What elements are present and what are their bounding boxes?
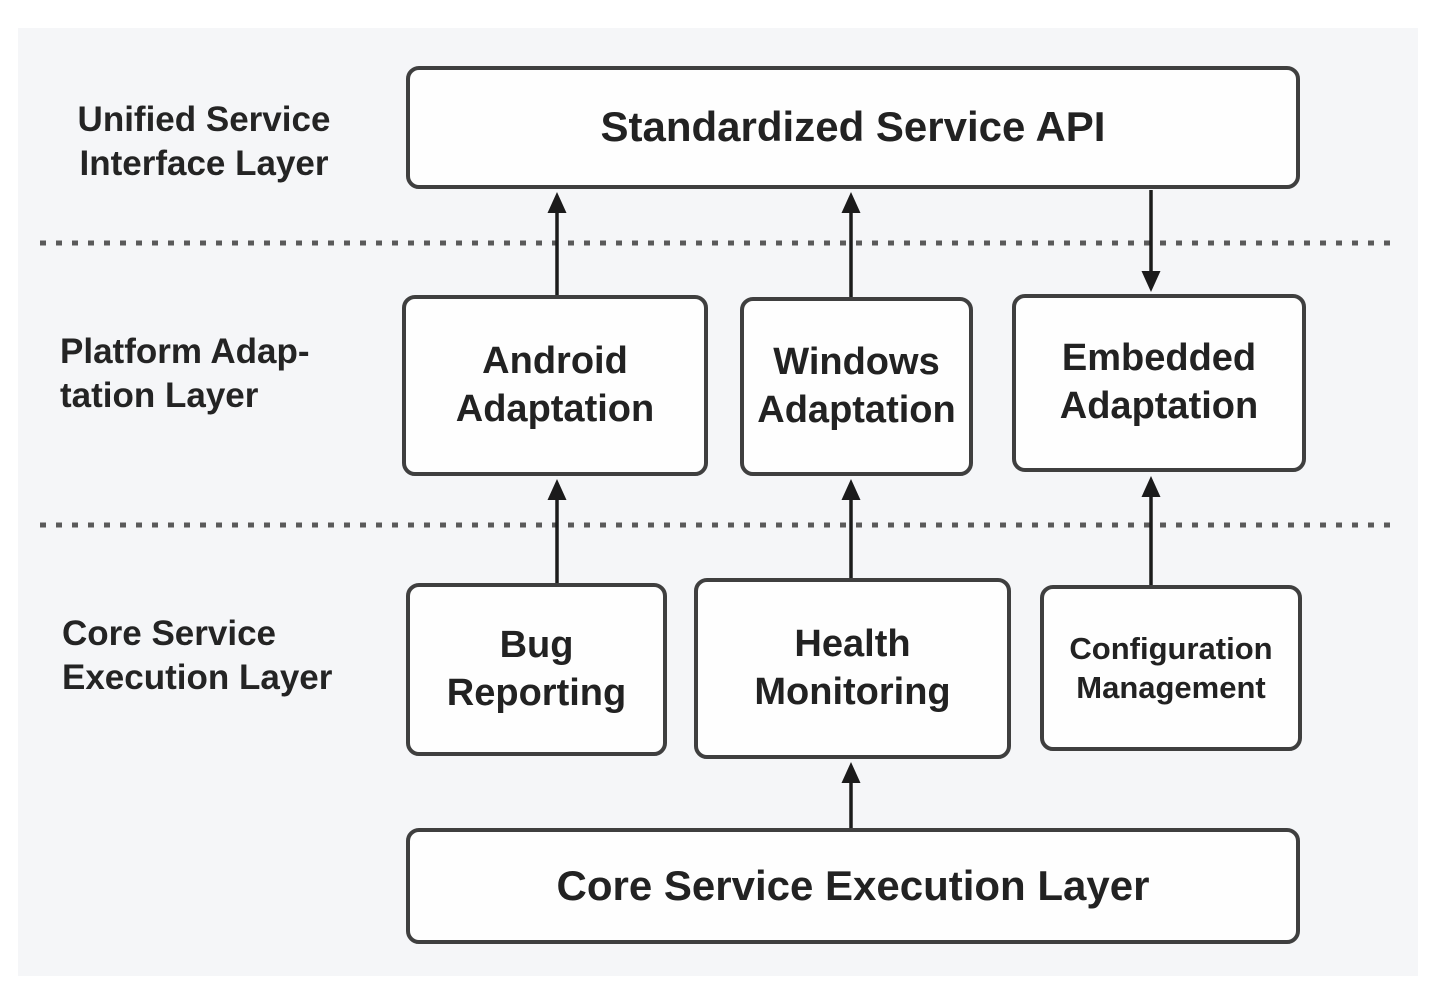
layer-label-line: Unified Service	[77, 100, 331, 139]
node-label-line: Adaptation	[455, 387, 655, 430]
node-core-service-execution-layer: Core Service Execution Layer	[406, 828, 1300, 944]
node-configuration-management: Configuration Management	[1040, 585, 1302, 751]
node-label-line: Health	[794, 622, 911, 665]
node-standardized-service-api: Standardized Service API	[406, 66, 1300, 189]
node-label-line: Bug	[499, 623, 574, 666]
layer-label-platform-adaptation: Platform Adap- tation Layer	[60, 330, 390, 419]
node-label-line: Embedded	[1061, 337, 1257, 380]
node-bug-reporting: Bug Reporting	[406, 583, 667, 756]
node-label-line: Windows	[773, 340, 940, 383]
layer-label-line: Core Service	[62, 614, 277, 653]
layer-label-line: tation Layer	[60, 376, 259, 416]
layer-label-line: Platform Adap-	[60, 332, 310, 371]
node-label-line: Configuration	[1069, 630, 1273, 666]
node-label-line: Monitoring	[754, 670, 951, 713]
layer-label-line: Interface Layer	[79, 144, 329, 184]
node-label-line: Android	[482, 339, 628, 382]
node-embedded-adaptation: Embedded Adaptation	[1012, 294, 1306, 472]
node-label: Standardized Service API	[600, 103, 1106, 151]
node-health-monitoring: Health Monitoring	[694, 578, 1011, 759]
node-android-adaptation: Android Adaptation	[402, 295, 708, 476]
node-label-line: Reporting	[446, 671, 627, 714]
layer-label-unified-service-interface: Unified Service Interface Layer	[48, 98, 360, 187]
node-windows-adaptation: Windows Adaptation	[740, 297, 973, 476]
layer-label-line: Execution Layer	[62, 658, 333, 698]
node-label-line: Adaptation	[1059, 385, 1259, 427]
node-label: Core Service Execution Layer	[556, 861, 1150, 909]
node-label-line: Adaptation	[757, 388, 956, 431]
layer-label-core-service-execution: Core Service Execution Layer	[62, 612, 392, 701]
node-label-line: Management	[1076, 670, 1266, 705]
